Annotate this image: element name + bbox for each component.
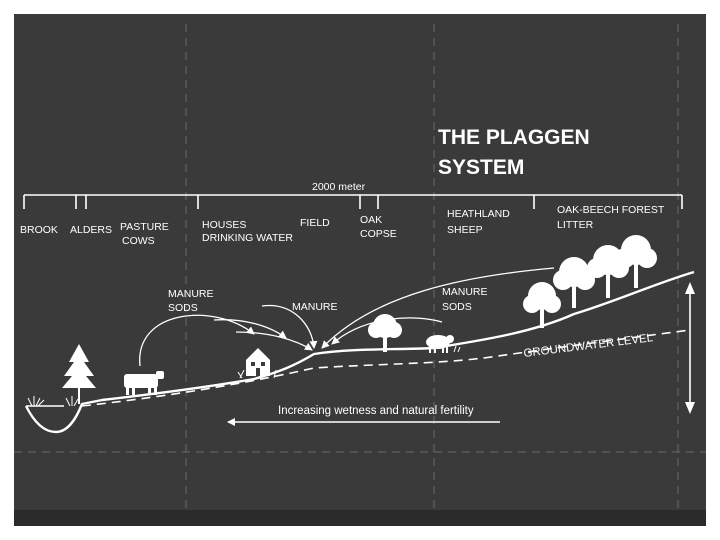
zone-labels: BROOK ALDERS PASTURE COWS HOUSES DRINKIN…	[20, 204, 665, 247]
gradient-label: Increasing wetness and natural fertility	[278, 405, 474, 417]
zone-label-drinking-water: DRINKING WATER	[202, 232, 293, 244]
flow-label-2: MANURE	[292, 301, 338, 313]
oak-tree-icon	[368, 314, 402, 352]
zone-label-sheep: SHEEP	[447, 224, 483, 236]
zone-label-alders: ALDERS	[70, 224, 112, 236]
panel-bottom-edge	[14, 510, 706, 526]
title-line-1: THE PLAGGEN	[438, 126, 590, 149]
zone-label-litter: LITTER	[557, 219, 594, 231]
plaggen-diagram-panel: THE PLAGGEN SYSTEM 2000 meter BROOK ALDE…	[14, 14, 706, 526]
scale-label: 2000 meter	[312, 181, 366, 193]
flow-label-3-line-2: SODS	[442, 301, 472, 313]
zone-label-copse: COPSE	[360, 228, 397, 240]
zone-label-oak-beech-forest: OAK-BEECH FOREST	[557, 204, 665, 216]
title-line-2: SYSTEM	[438, 156, 524, 179]
zone-label-heathland: HEATHLAND	[447, 208, 510, 220]
zone-label-brook: BROOK	[20, 224, 58, 236]
vertical-range-arrow	[685, 282, 695, 414]
diagram-canvas: THE PLAGGEN SYSTEM 2000 meter BROOK ALDE…	[14, 14, 706, 526]
zone-label-houses: HOUSES	[202, 219, 246, 231]
cow-icon	[124, 371, 164, 395]
zone-label-oak: OAK	[360, 214, 382, 226]
flow-arrow-pasture-to-houses	[140, 315, 254, 366]
flow-label-3-line-1: MANURE	[442, 286, 488, 298]
flow-label-1-line-1: MANURE	[168, 288, 214, 300]
groundwater-label: GROUNDWATER LEVEL	[523, 332, 654, 360]
zone-label-field: FIELD	[300, 217, 330, 229]
flow-arrow-houses-to-field	[236, 332, 312, 350]
zone-label-pasture: PASTURE	[120, 221, 169, 233]
flow-label-1-line-2: SODS	[168, 302, 198, 314]
zone-label-cows: COWS	[122, 235, 155, 247]
reed-icon	[28, 396, 78, 406]
forest-trees-icon	[523, 235, 657, 328]
forest-tree-icon	[615, 235, 657, 288]
alder-tree-icon	[62, 344, 96, 404]
